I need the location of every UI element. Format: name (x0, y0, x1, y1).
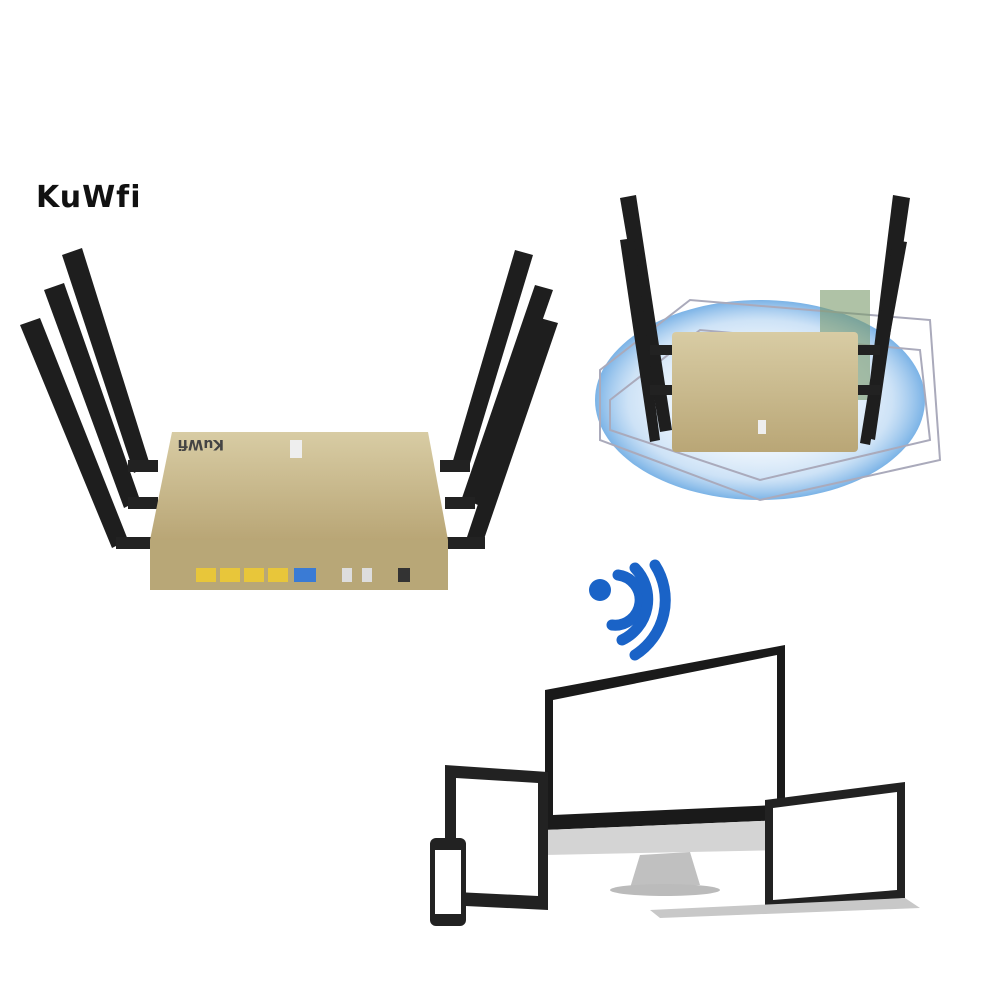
laptop-device (650, 782, 920, 918)
antennas-left (20, 248, 150, 548)
phone-device (430, 838, 466, 926)
router-photo: KuWfi (20, 248, 558, 590)
brand-logo: KuWfi (36, 180, 142, 215)
wifi-signal-icon (589, 559, 671, 661)
antennas-right (452, 250, 558, 545)
router-coverage-illustration (595, 195, 942, 502)
monitor-device (545, 645, 785, 896)
svg-text:KuWfi: KuWfi (178, 436, 224, 452)
tablet-device (445, 765, 548, 910)
